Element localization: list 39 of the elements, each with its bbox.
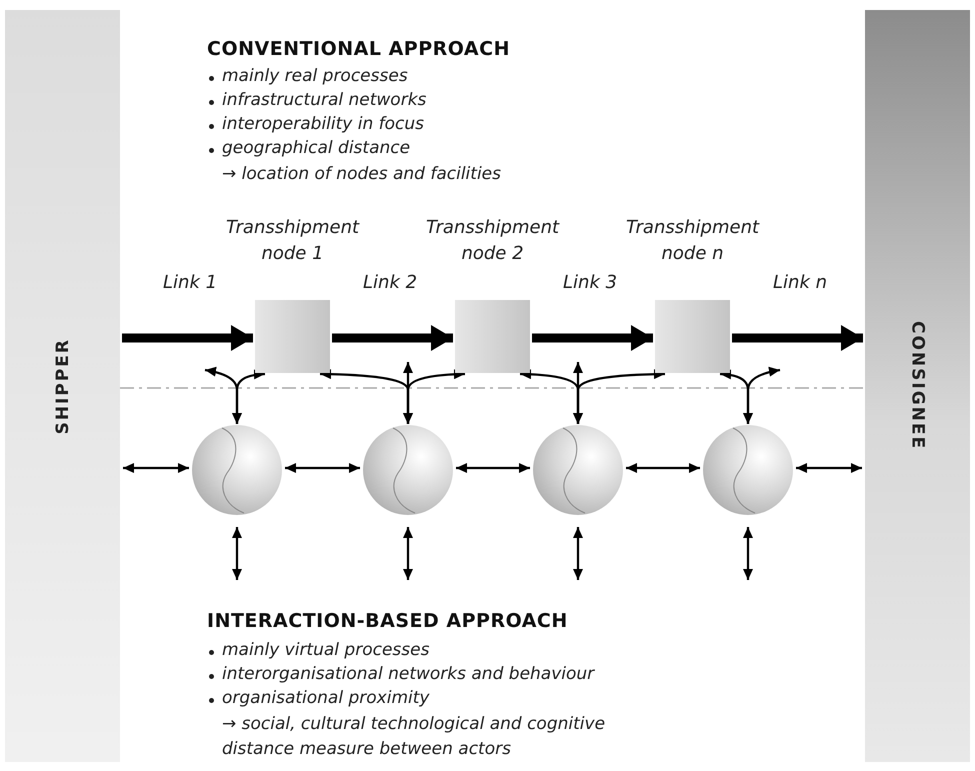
link-label: Link n xyxy=(773,272,827,293)
link-label: Link 1 xyxy=(163,272,218,293)
bullet-item: interoperability in focus xyxy=(222,114,424,134)
shipper-band xyxy=(5,10,120,762)
arrow xyxy=(403,527,413,580)
arrow xyxy=(532,325,653,351)
bullet-item: infrastructural networks xyxy=(222,90,426,110)
arrow xyxy=(403,369,466,424)
arrow xyxy=(573,527,583,580)
arrow xyxy=(456,463,530,473)
arrow xyxy=(626,463,700,473)
bullet-item: interorganisational networks and behaviour xyxy=(222,664,594,684)
note-text: → location of nodes and facilities xyxy=(222,163,502,186)
arrow xyxy=(743,527,753,580)
bullet-item: mainly real processes xyxy=(222,66,408,86)
band-label: SHIPPER xyxy=(52,338,72,434)
arrow xyxy=(573,369,666,424)
arrow xyxy=(796,463,862,473)
link-label: Link 2 xyxy=(363,272,418,293)
arrow xyxy=(332,325,453,351)
arrow xyxy=(732,325,863,351)
bullet-item: mainly virtual processes xyxy=(222,640,430,660)
node-heading: Transshipment node 2 xyxy=(424,216,560,266)
section-heading: CONVENTIONAL APPROACH xyxy=(207,38,510,60)
arrow xyxy=(743,367,780,424)
arrow xyxy=(123,463,189,473)
arrow xyxy=(232,370,266,424)
node-heading: Transshipment node n xyxy=(624,216,760,266)
arrow xyxy=(122,325,253,351)
consignee-band xyxy=(865,10,970,762)
node-heading: Transshipment node 1 xyxy=(224,216,360,266)
bullet-item: geographical distance xyxy=(222,138,410,158)
note-text: → social, cultural technological and cognitive distance measure between actors xyxy=(222,713,606,761)
bullet-item: organisational proximity xyxy=(222,688,430,708)
arrow xyxy=(232,527,242,580)
link-label: Link 3 xyxy=(563,272,618,293)
arrow xyxy=(285,463,360,473)
section-heading: INTERACTION-BASED APPROACH xyxy=(207,610,568,632)
band-label: CONSIGNEE xyxy=(908,321,928,451)
